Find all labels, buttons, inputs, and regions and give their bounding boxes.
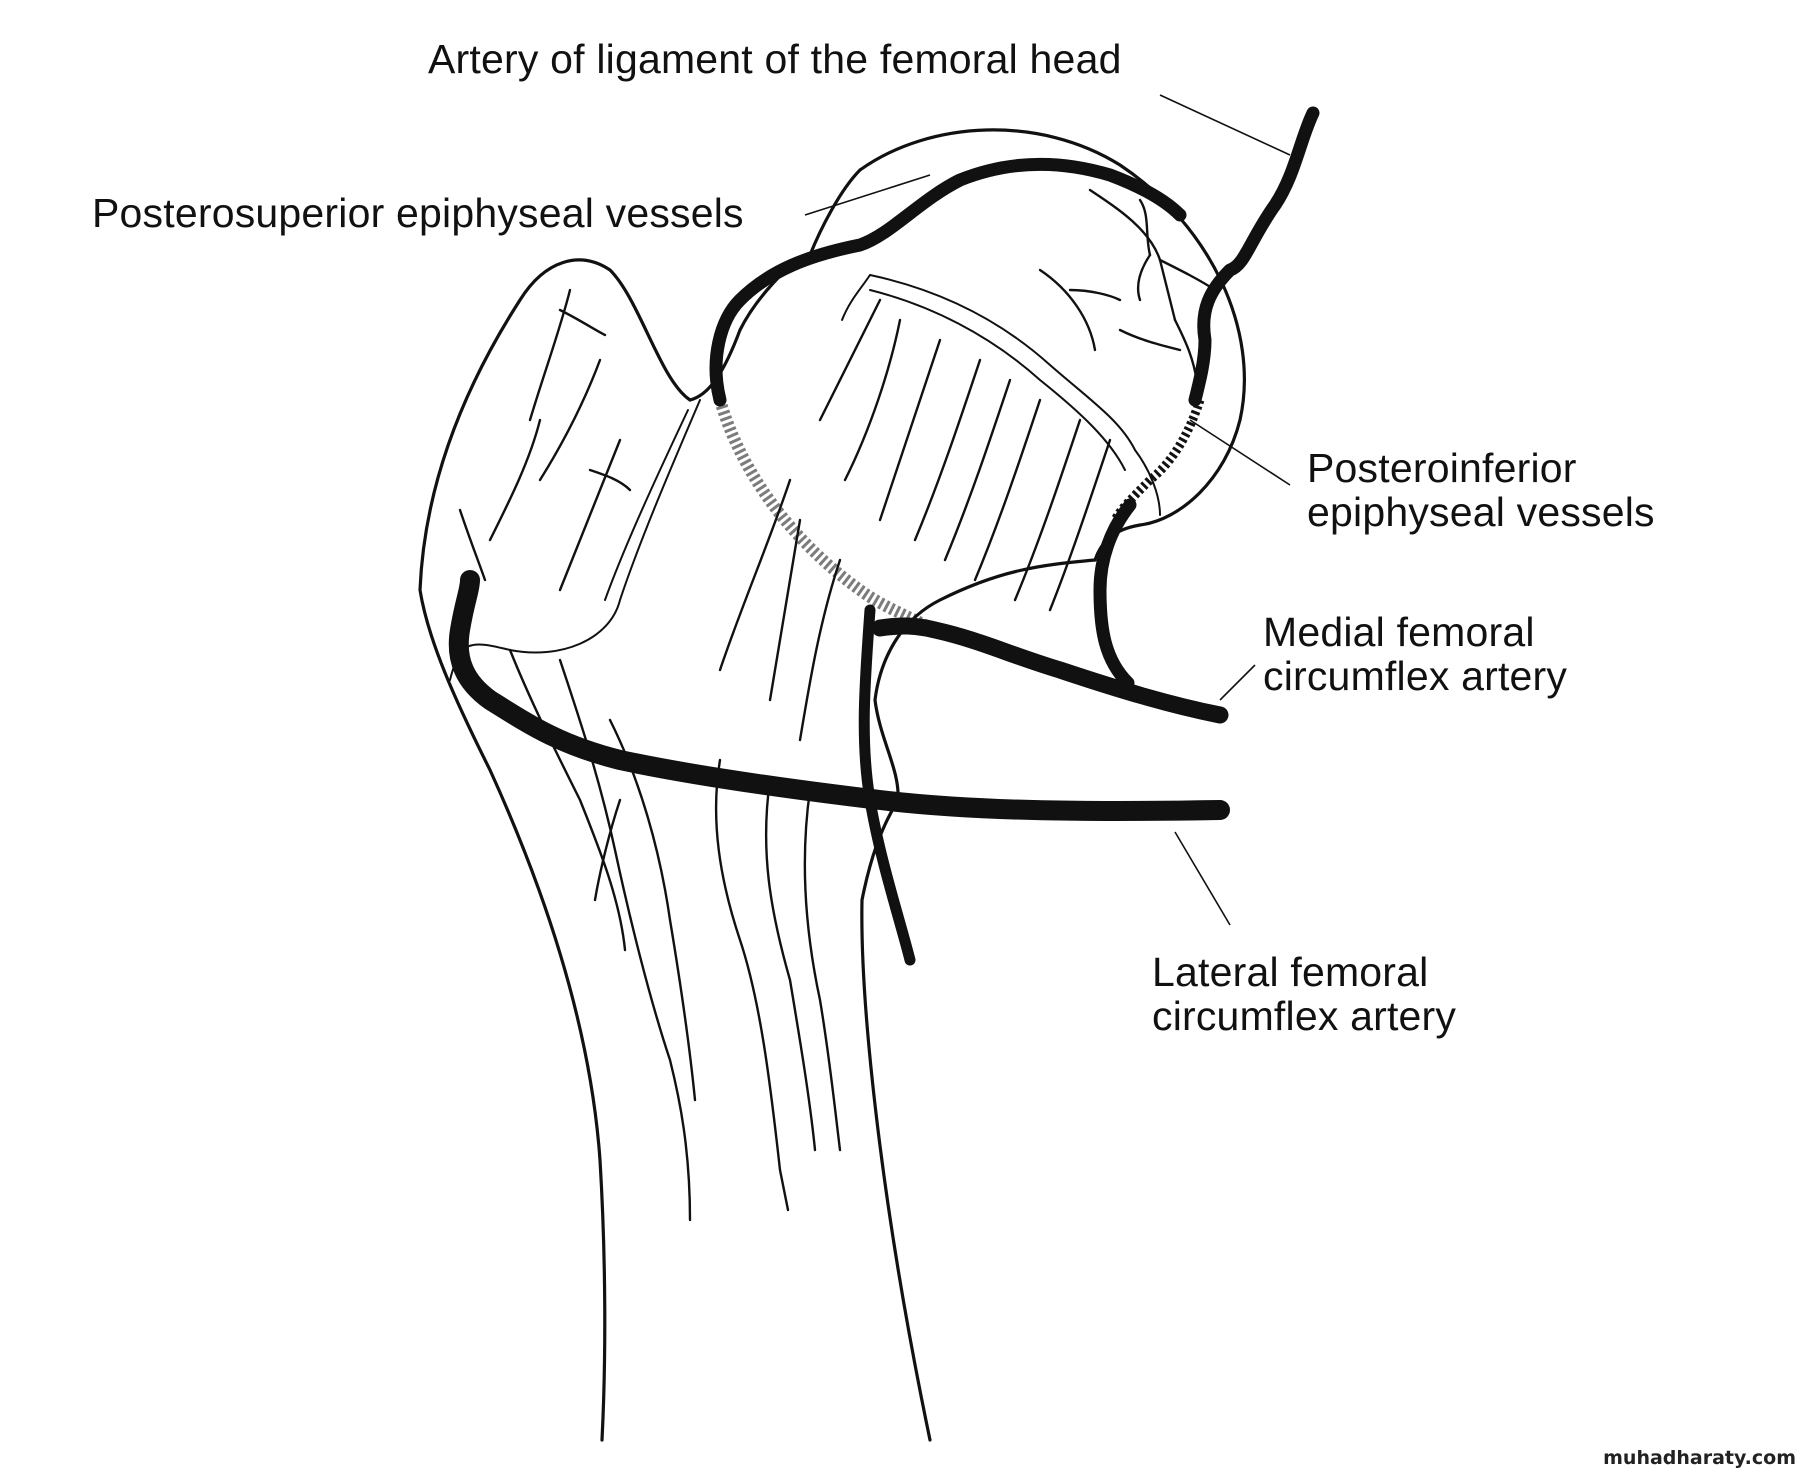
leader-medial-circumflex xyxy=(1219,664,1256,701)
ligament-artery-vessel xyxy=(1188,106,1320,407)
leader-lines xyxy=(804,94,1291,926)
lateral-circumflex-vessel xyxy=(448,570,1230,966)
label-posteroinferior-line1: Posteroinferior xyxy=(1307,445,1577,491)
femoral-neck-underside xyxy=(860,558,1097,1442)
label-posteroinferior: Posteroinferior epiphyseal vessels xyxy=(1307,446,1655,534)
label-ligament-artery: Artery of ligament of the femoral head xyxy=(428,37,1122,81)
trochanter-inner-contour xyxy=(449,399,701,681)
label-medial-circumflex: Medial femoral circumflex artery xyxy=(1263,610,1567,698)
label-medial-line2: circumflex artery xyxy=(1263,653,1568,699)
label-medial-line1: Medial femoral xyxy=(1263,609,1535,655)
label-lateral-line2: circumflex artery xyxy=(1152,993,1457,1039)
greater-trochanter-outline xyxy=(418,258,692,1442)
medial-circumflex-vessel xyxy=(871,498,1229,724)
intraosseous-branches xyxy=(458,188,1217,1222)
label-posterosuperior-text: Posterosuperior epiphyseal vessels xyxy=(92,190,744,236)
posterosuperior-vessel xyxy=(709,157,1187,407)
label-ligament-artery-text: Artery of ligament of the femoral head xyxy=(428,36,1122,82)
posteroinferior-vessel xyxy=(1110,398,1205,523)
posterosuperior-dashed-path xyxy=(714,398,928,631)
leader-ligament-artery xyxy=(1159,94,1291,156)
femoral-head-outline xyxy=(858,128,1246,562)
label-lateral-line1: Lateral femoral xyxy=(1152,949,1429,995)
leader-posteroinferior xyxy=(1189,419,1291,486)
label-posteroinferior-line2: epiphyseal vessels xyxy=(1307,489,1655,535)
vessels xyxy=(448,106,1320,966)
label-posterosuperior: Posterosuperior epiphyseal vessels xyxy=(92,191,744,235)
leader-lateral-circumflex xyxy=(1174,831,1231,926)
watermark: muhadharaty.com xyxy=(1603,1447,1796,1469)
leader-posterosuperior xyxy=(804,174,931,216)
femur-outline xyxy=(418,128,1246,1442)
growth-plate-line xyxy=(869,274,1136,451)
label-lateral-circumflex: Lateral femoral circumflex artery xyxy=(1152,950,1456,1038)
